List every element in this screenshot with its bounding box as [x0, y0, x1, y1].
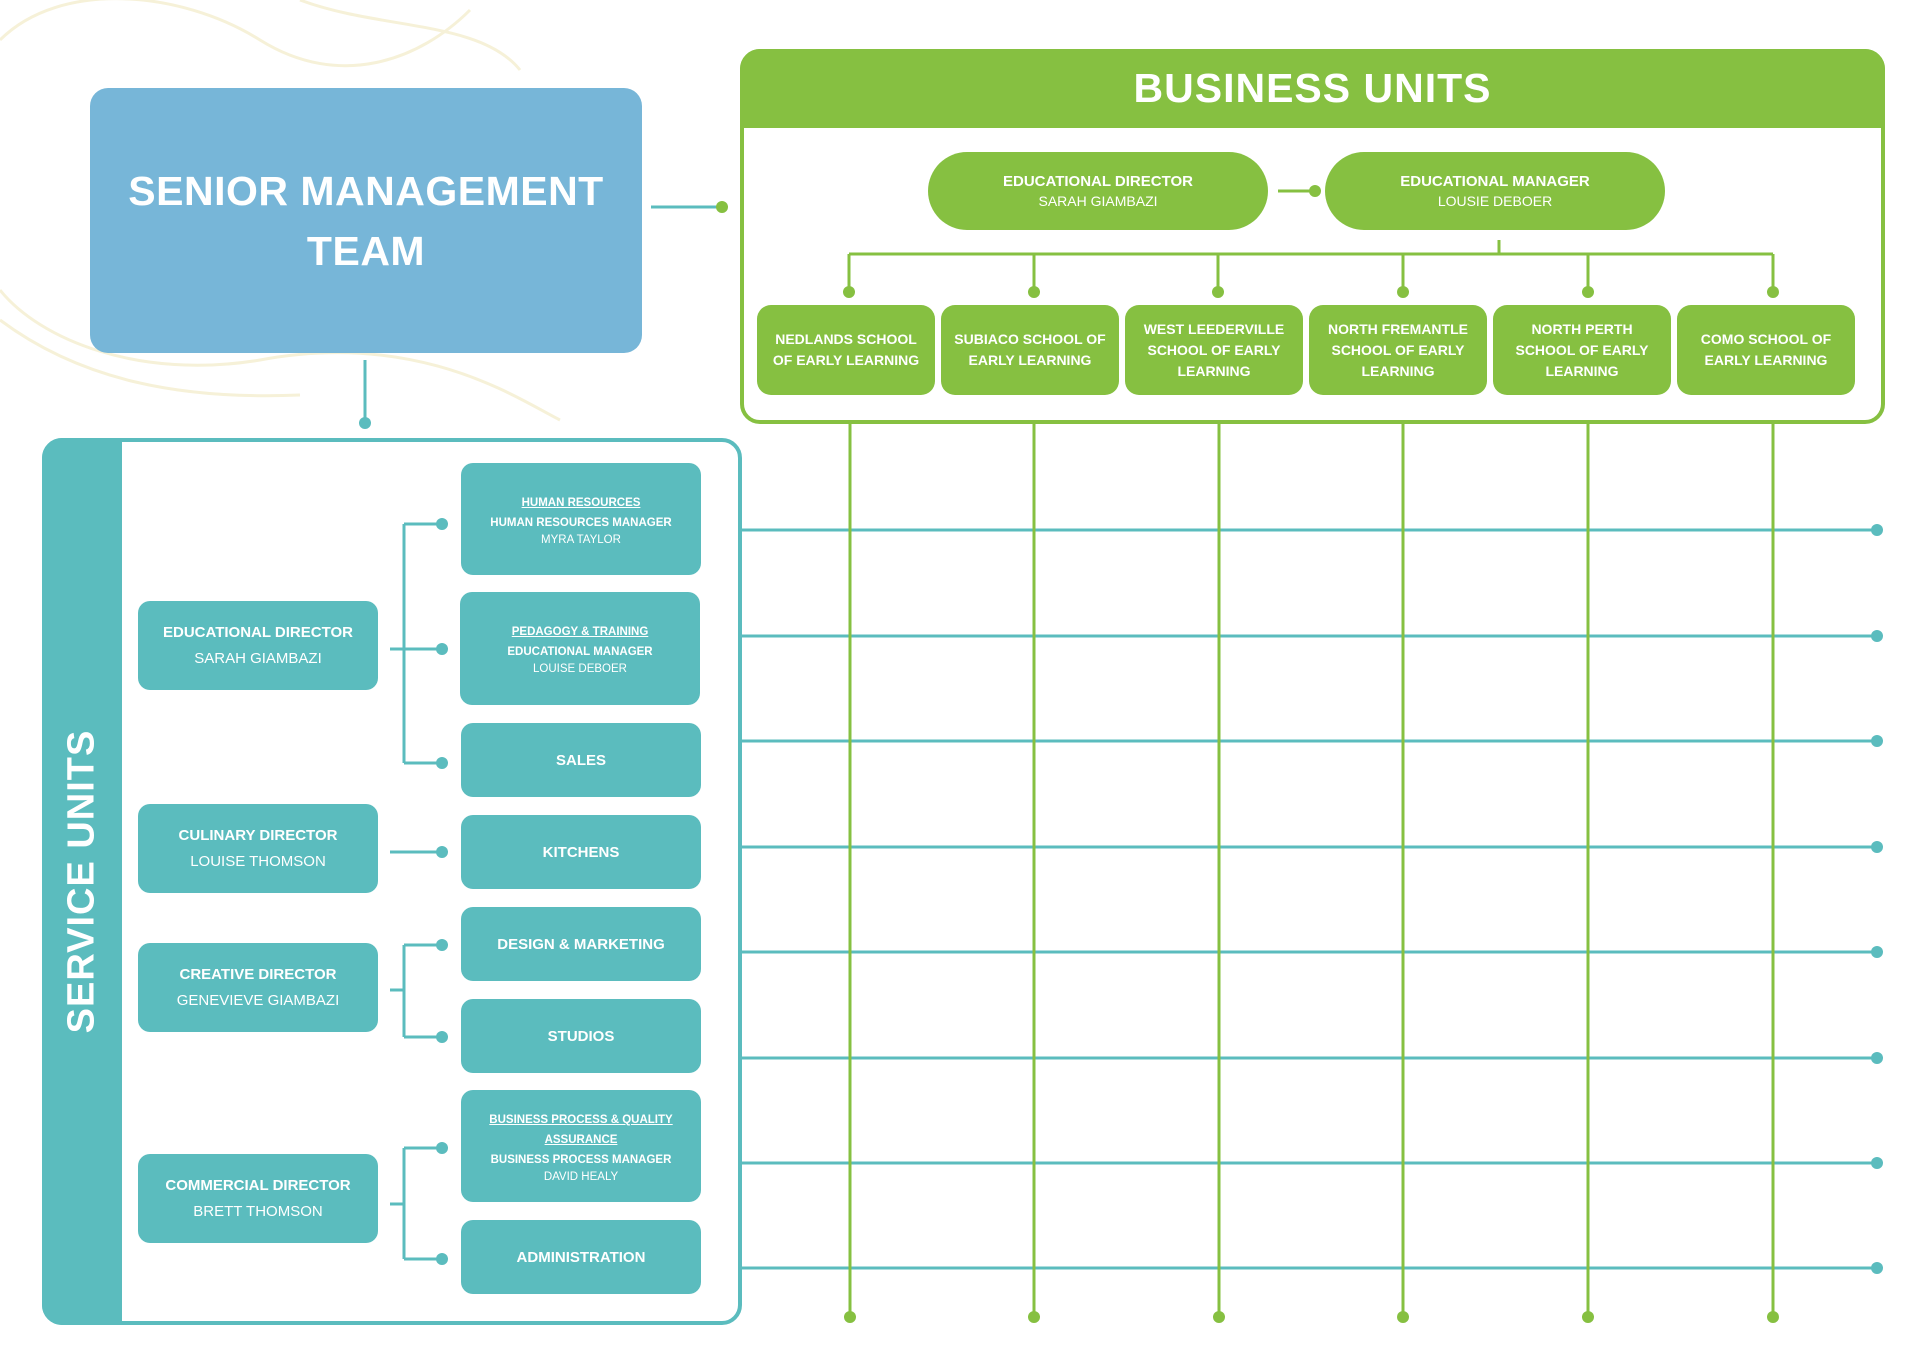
school-nedlands: NEDLANDS SCHOOL OF EARLY LEARNING — [757, 305, 935, 395]
unit-person: MYRA TAYLOR — [541, 533, 621, 546]
business-manager-name: LOUSIE DEBOER — [1437, 193, 1553, 209]
unit-label: SALES — [555, 751, 606, 769]
school-subiaco: SUBIACO SCHOOL OF EARLY LEARNING — [941, 305, 1119, 395]
director-title: CULINARY DIRECTOR — [178, 827, 338, 844]
service-educational-director: EDUCATIONAL DIRECTOR SARAH GIAMBAZI — [138, 601, 378, 690]
unit-studios: STUDIOS — [461, 999, 701, 1073]
director-title: COMMERCIAL DIRECTOR — [165, 1177, 351, 1194]
director-title: EDUCATIONAL DIRECTOR — [162, 624, 353, 641]
unit-label: KITCHENS — [542, 843, 620, 861]
senior-management-label-line1: SENIOR MANAGEMENT — [128, 167, 604, 214]
unit-sales: SALES — [461, 723, 701, 797]
service-culinary-director: CULINARY DIRECTOR LOUISE THOMSON — [138, 804, 378, 893]
senior-management-team-box: SENIOR MANAGEMENT TEAM — [90, 88, 642, 353]
unit-heading: PEDAGOGY & TRAINING — [511, 626, 649, 638]
school-north-perth: NORTH PERTH SCHOOL OF EARLY LEARNING — [1493, 305, 1671, 395]
unit-label: STUDIOS — [547, 1027, 615, 1045]
unit-design-marketing: DESIGN & MARKETING — [461, 907, 701, 981]
business-units-title: BUSINESS UNITS — [740, 49, 1885, 128]
school-north-fremantle: NORTH FREMANTLE SCHOOL OF EARLY LEARNING — [1309, 305, 1487, 395]
service-commercial-director: COMMERCIAL DIRECTOR BRETT THOMSON — [138, 1154, 378, 1243]
director-name: SARAH GIAMBAZI — [194, 650, 322, 667]
unit-kitchens: KITCHENS — [461, 815, 701, 889]
service-units-title-wrap: SERVICE UNITS — [42, 438, 122, 1325]
unit-pedagogy-training: PEDAGOGY & TRAINING EDUCATIONAL MANAGER … — [460, 592, 700, 705]
service-units-title: SERVICE UNITS — [60, 729, 103, 1034]
service-units-sidebar — [42, 438, 122, 1325]
unit-role: BUSINESS PROCESS MANAGER — [490, 1153, 672, 1166]
unit-role: EDUCATIONAL MANAGER — [507, 646, 653, 658]
unit-person: LOUISE DEBOER — [533, 663, 627, 675]
unit-administration: ADMINISTRATION — [461, 1220, 701, 1294]
business-director-name: SARAH GIAMBAZI — [1038, 193, 1158, 209]
unit-person: DAVID HEALY — [543, 1170, 619, 1183]
unit-heading: BUSINESS PROCESS & QUALITY ASSURANCE — [489, 1113, 673, 1146]
business-educational-manager: EDUCATIONAL MANAGER LOUSIE DEBOER — [1325, 152, 1665, 230]
unit-label: ADMINISTRATION — [516, 1248, 646, 1266]
director-name: BRETT THOMSON — [193, 1203, 323, 1220]
business-manager-title: EDUCATIONAL MANAGER — [1400, 173, 1590, 190]
unit-role: HUMAN RESOURCES MANAGER — [490, 516, 672, 529]
business-educational-director: EDUCATIONAL DIRECTOR SARAH GIAMBAZI — [928, 152, 1268, 230]
unit-human-resources: HUMAN RESOURCES HUMAN RESOURCES MANAGER … — [461, 463, 701, 575]
unit-business-process-quality: BUSINESS PROCESS & QUALITY ASSURANCE BUS… — [461, 1090, 701, 1202]
director-title: CREATIVE DIRECTOR — [179, 966, 337, 983]
school-como: COMO SCHOOL OF EARLY LEARNING — [1677, 305, 1855, 395]
director-name: LOUISE THOMSON — [190, 853, 326, 870]
director-name: GENEVIEVE GIAMBAZI — [176, 992, 340, 1009]
business-director-title: EDUCATIONAL DIRECTOR — [1002, 173, 1193, 190]
service-creative-director: CREATIVE DIRECTOR GENEVIEVE GIAMBAZI — [138, 943, 378, 1032]
unit-label: DESIGN & MARKETING — [497, 935, 665, 953]
school-west-leederville: WEST LEEDERVILLE SCHOOL OF EARLY LEARNIN… — [1125, 305, 1303, 395]
senior-management-label-line2: TEAM — [306, 227, 426, 274]
unit-heading: HUMAN RESOURCES — [521, 496, 641, 509]
